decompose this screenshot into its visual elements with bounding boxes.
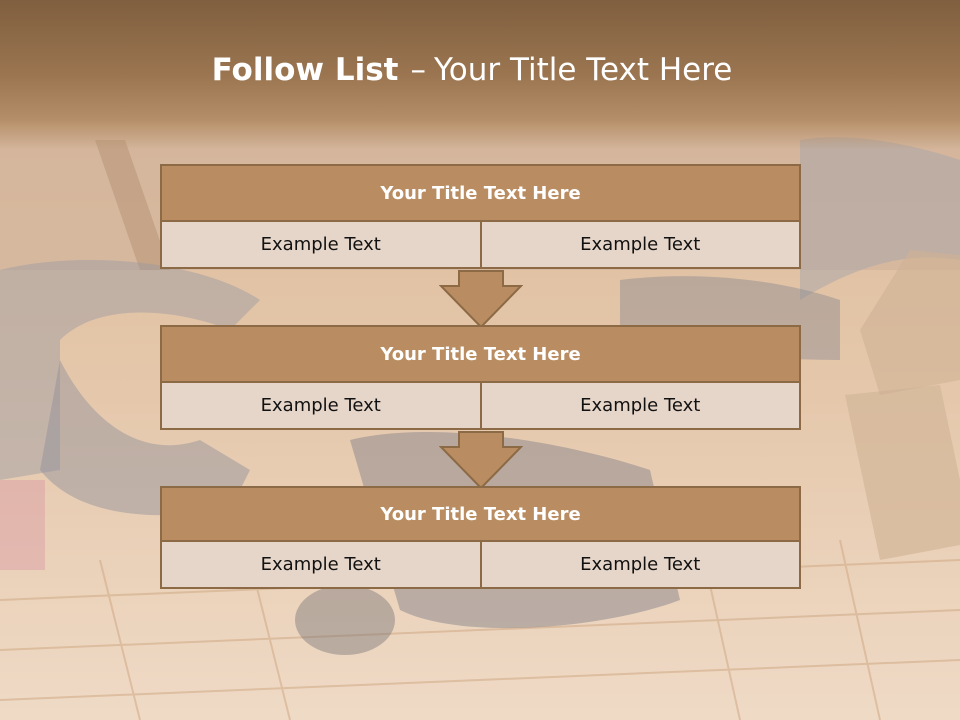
slide-title: Follow List–Your Title Text Here: [0, 52, 944, 88]
block-cell-right: Example Text: [479, 540, 801, 589]
block-row: Example Text Example Text: [160, 540, 801, 589]
title-separator: –: [410, 52, 426, 88]
title-regular-part: Your Title Text Here: [433, 52, 733, 88]
title-band: [0, 0, 960, 150]
down-arrow-icon: [439, 270, 523, 328]
block-header: Your Title Text Here: [160, 164, 801, 222]
block-row: Example Text Example Text: [160, 220, 801, 269]
block-cell-right: Example Text: [479, 381, 801, 430]
list-block-3: Your Title Text Here Example Text Exampl…: [160, 486, 801, 589]
block-cell-left: Example Text: [160, 381, 482, 430]
down-arrow-icon: [439, 431, 523, 489]
block-cell-right: Example Text: [479, 220, 801, 269]
list-block-2: Your Title Text Here Example Text Exampl…: [160, 325, 801, 430]
list-block-1: Your Title Text Here Example Text Exampl…: [160, 164, 801, 269]
title-bold-part: Follow List: [211, 52, 399, 88]
block-header: Your Title Text Here: [160, 486, 801, 542]
block-cell-left: Example Text: [160, 540, 482, 589]
block-row: Example Text Example Text: [160, 381, 801, 430]
block-cell-left: Example Text: [160, 220, 482, 269]
block-header: Your Title Text Here: [160, 325, 801, 383]
